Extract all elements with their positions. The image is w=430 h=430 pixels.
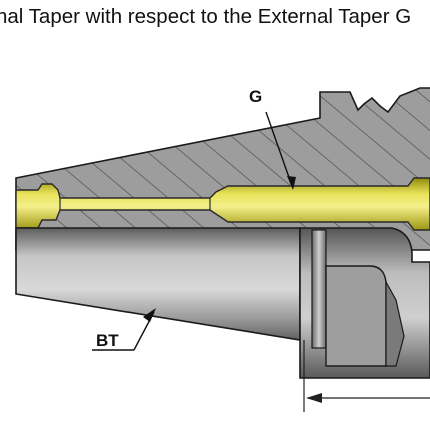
flange-groove bbox=[325, 265, 387, 367]
bt-taper-shank bbox=[15, 227, 301, 341]
g-leader-line bbox=[265, 111, 293, 187]
page-title: nal Taper with respect to the External T… bbox=[0, 5, 412, 28]
flange-v-groove bbox=[385, 279, 405, 367]
dimension-arrowhead bbox=[306, 393, 322, 403]
label-bt: BT bbox=[96, 331, 119, 350]
gauge-band-yellow bbox=[15, 177, 430, 231]
bt-leader-arrowhead bbox=[143, 308, 156, 322]
label-g: G bbox=[249, 87, 262, 106]
g-leader-arrowhead bbox=[287, 176, 296, 190]
flange-ring-left bbox=[311, 229, 327, 349]
sectioned-taper-body bbox=[15, 87, 430, 251]
